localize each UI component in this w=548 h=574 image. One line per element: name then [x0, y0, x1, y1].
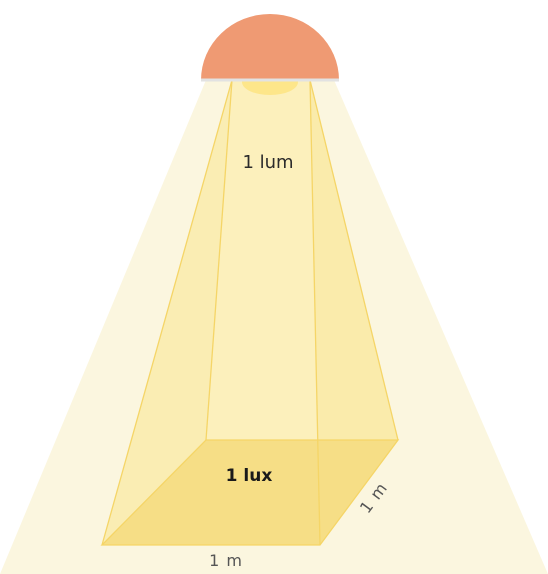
illuminance-label: 1 lux [226, 466, 273, 486]
lamp-shade [201, 14, 339, 80]
flux-label: 1 lum [242, 152, 293, 173]
width-label: 1 m [209, 551, 243, 570]
